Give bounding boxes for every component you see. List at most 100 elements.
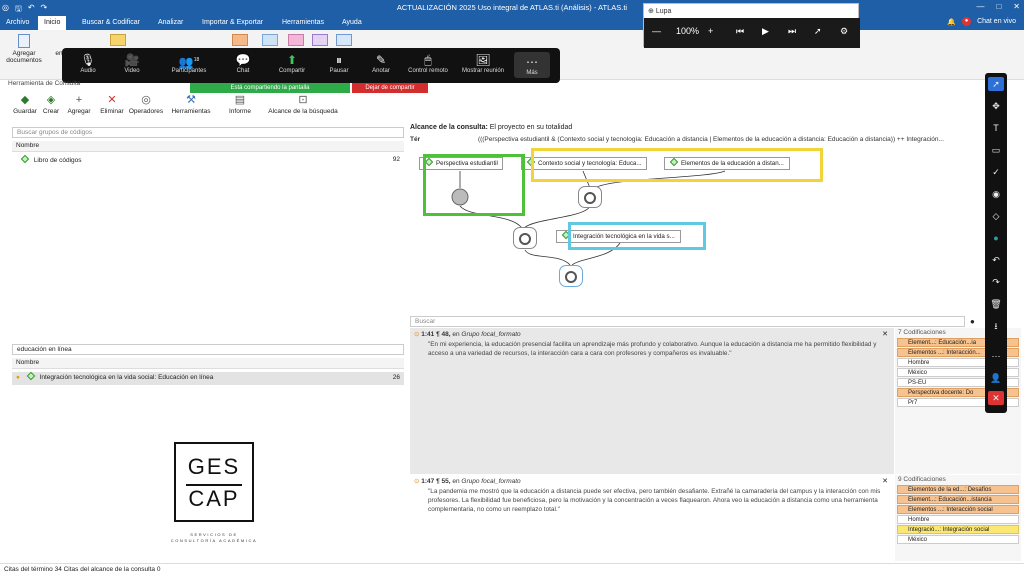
redo-annotation-icon[interactable]: ↷ (992, 277, 1000, 287)
code-tag[interactable]: México (897, 368, 1019, 377)
memo-icon[interactable] (110, 34, 126, 46)
query-tool-tab[interactable]: Herramienta de Consulta (8, 80, 404, 90)
stop-sharing-button[interactable]: Dejar de compartir (352, 83, 428, 93)
code-tag[interactable]: Hombre (897, 515, 1019, 524)
code-tag[interactable]: PS-EU (897, 378, 1019, 387)
tab-analizar[interactable]: Analizar (158, 19, 184, 26)
code-tag[interactable]: México (897, 535, 1019, 544)
query-node-perspectiva[interactable]: Perspectiva estudiantil (419, 157, 503, 170)
code-tag[interactable]: Element...: Educación...istancia (897, 495, 1019, 504)
audio-button[interactable]: 🎙Audio (70, 52, 106, 74)
add-documents-button[interactable]: Agregar documentos (4, 34, 44, 64)
select-pointer-icon[interactable]: ➚ (988, 77, 1004, 91)
text-icon[interactable]: T (993, 123, 999, 133)
download-icon[interactable]: ⭳ (994, 321, 998, 331)
codes-title-1: 7 Codificaciones (898, 329, 946, 336)
color-picker-icon[interactable]: ● (993, 233, 999, 243)
redo-icon[interactable]: ↷ (40, 3, 48, 12)
spotlight-icon[interactable]: ◉ (992, 189, 1000, 199)
tab-buscar-codificar[interactable]: Buscar & Codificar (82, 19, 140, 26)
operator-icon (565, 271, 577, 283)
zoom-in-icon[interactable]: + (708, 26, 714, 36)
code-tag[interactable]: Elementos de la ed...: Desafíos (897, 485, 1019, 494)
more-button[interactable]: ⋯Más (514, 52, 550, 78)
quote-card-2[interactable]: ⊙ 1:47 ¶ 55, en Grupo focal_formato ✕ "L… (410, 475, 894, 561)
codes-filter-input[interactable]: educación en línea (12, 344, 404, 355)
share-button[interactable]: ⬆Compartir (272, 52, 312, 74)
operator-node-empty[interactable] (451, 188, 469, 206)
user-icon[interactable]: 👤 (990, 373, 1002, 383)
create-button[interactable]: ◈Crear (40, 92, 62, 115)
group-icon[interactable] (288, 34, 304, 46)
pause-button[interactable]: ⏸Pausar (324, 52, 354, 74)
code-groups-search-input[interactable]: Buscar grupos de códigos (12, 127, 404, 138)
chat-button[interactable]: 💬Chat (228, 52, 258, 74)
quote-card-1[interactable]: ⊙ 1:41 ¶ 48, en Grupo focal_formato ✕ "E… (410, 328, 894, 474)
close-annotation-icon[interactable]: ✕ (988, 391, 1004, 405)
undo-annotation-icon[interactable]: ↶ (992, 255, 1000, 265)
quotes-search-input[interactable]: Buscar (410, 316, 965, 327)
play-icon[interactable]: ▶ (762, 26, 769, 36)
add-button[interactable]: +Agregar (64, 92, 94, 115)
operator-node-cooccur[interactable] (559, 265, 583, 287)
maximize-button[interactable]: □ (996, 2, 1002, 11)
move-icon[interactable]: ✥ (992, 101, 1000, 111)
query-node-elementos[interactable]: Elementos de la educación a distan... (664, 157, 790, 170)
codebook-row[interactable]: Libro de códigos 92 (12, 154, 404, 166)
tab-ayuda[interactable]: Ayuda (342, 19, 362, 26)
code-tag[interactable]: Hombre (897, 358, 1019, 367)
operator-node-and[interactable] (513, 227, 537, 249)
show-meeting-button[interactable]: 🖼Mostrar reunión (458, 52, 508, 74)
checkmark-icon[interactable]: ✓ (992, 167, 1000, 177)
skip-forward-icon[interactable]: ⏭ (788, 26, 797, 36)
live-chat[interactable]: 🔔 ● Chat en vivo (947, 17, 1016, 26)
eraser-icon[interactable]: ◇ (992, 211, 1000, 221)
tab-herramientas[interactable]: Herramientas (282, 19, 325, 26)
gear-icon[interactable]: ⚙ (840, 26, 849, 36)
undo-icon[interactable]: ↶ (27, 3, 35, 12)
tools-button[interactable]: ⚒Herramientas (168, 92, 214, 115)
codes-column-header[interactable]: Nombre (12, 358, 404, 369)
code-result-row[interactable]: ● Integración tecnológica en la vida soc… (12, 371, 404, 385)
save-query-button[interactable]: ◆Guardar (12, 92, 38, 115)
zoom-out-icon[interactable]: — (652, 26, 661, 36)
link-icon[interactable] (336, 34, 352, 46)
rectangle-icon[interactable]: ▭ (991, 145, 1001, 155)
tab-importar-exportar[interactable]: Importar & Exportar (202, 19, 264, 26)
code-tag[interactable]: Integració...: Integración social (897, 525, 1019, 534)
search-scope-button[interactable]: ⊡Alcance de la búsqueda (260, 92, 346, 115)
code-tag[interactable]: Pr7 (897, 398, 1019, 407)
trash-icon[interactable]: 🗑 (990, 299, 1002, 309)
skip-back-icon[interactable]: ⏮ (736, 26, 745, 36)
close-quote-icon[interactable]: ✕ (882, 478, 888, 485)
close-quote-icon[interactable]: ✕ (882, 331, 888, 338)
quote-icon[interactable] (312, 34, 328, 46)
save-icon[interactable]: 🖫 (14, 4, 22, 13)
code-tag[interactable]: Perspectiva docente: Do (897, 388, 1019, 397)
operator-node-or[interactable] (578, 186, 602, 208)
tab-archivo[interactable]: Archivo (6, 19, 30, 26)
close-button[interactable]: ✕ (1013, 2, 1020, 11)
query-node-contexto[interactable]: Contexto social y tecnología: Educa... (521, 157, 647, 170)
code-result-label: Integración tecnológica en la vida socia… (39, 374, 214, 381)
cursor-icon[interactable]: ➚ (814, 26, 822, 36)
bell-icon[interactable]: 🔔 (947, 18, 957, 26)
tab-inicio[interactable]: Inicio (38, 16, 67, 30)
report-button[interactable]: ▤Informe (222, 92, 258, 115)
annotate-button[interactable]: ✎Anotar (366, 52, 396, 74)
remote-control-button[interactable]: 🖱Control remoto (406, 52, 450, 74)
people-icon[interactable] (232, 34, 248, 46)
codebook-column-header[interactable]: Nombre (12, 141, 404, 152)
code-tag[interactable]: Elementos ...: Interacción social (897, 505, 1019, 514)
more-options-icon[interactable]: ⋯ (991, 351, 1001, 361)
video-button[interactable]: 🎥Video (114, 52, 150, 74)
search-options-icon[interactable]: ● (970, 317, 975, 326)
code-tag[interactable]: Elementos ...: Interacción... (897, 348, 1019, 357)
network-icon[interactable] (262, 34, 278, 46)
code-tag[interactable]: Element...: Educación...ia (897, 338, 1019, 347)
operators-button[interactable]: ◎Operadores (126, 92, 166, 115)
query-node-integracion[interactable]: Integración tecnológica en la vida s... (556, 230, 681, 243)
minimize-button[interactable]: — (976, 2, 985, 11)
delete-button[interactable]: ✕Eliminar (96, 92, 128, 115)
